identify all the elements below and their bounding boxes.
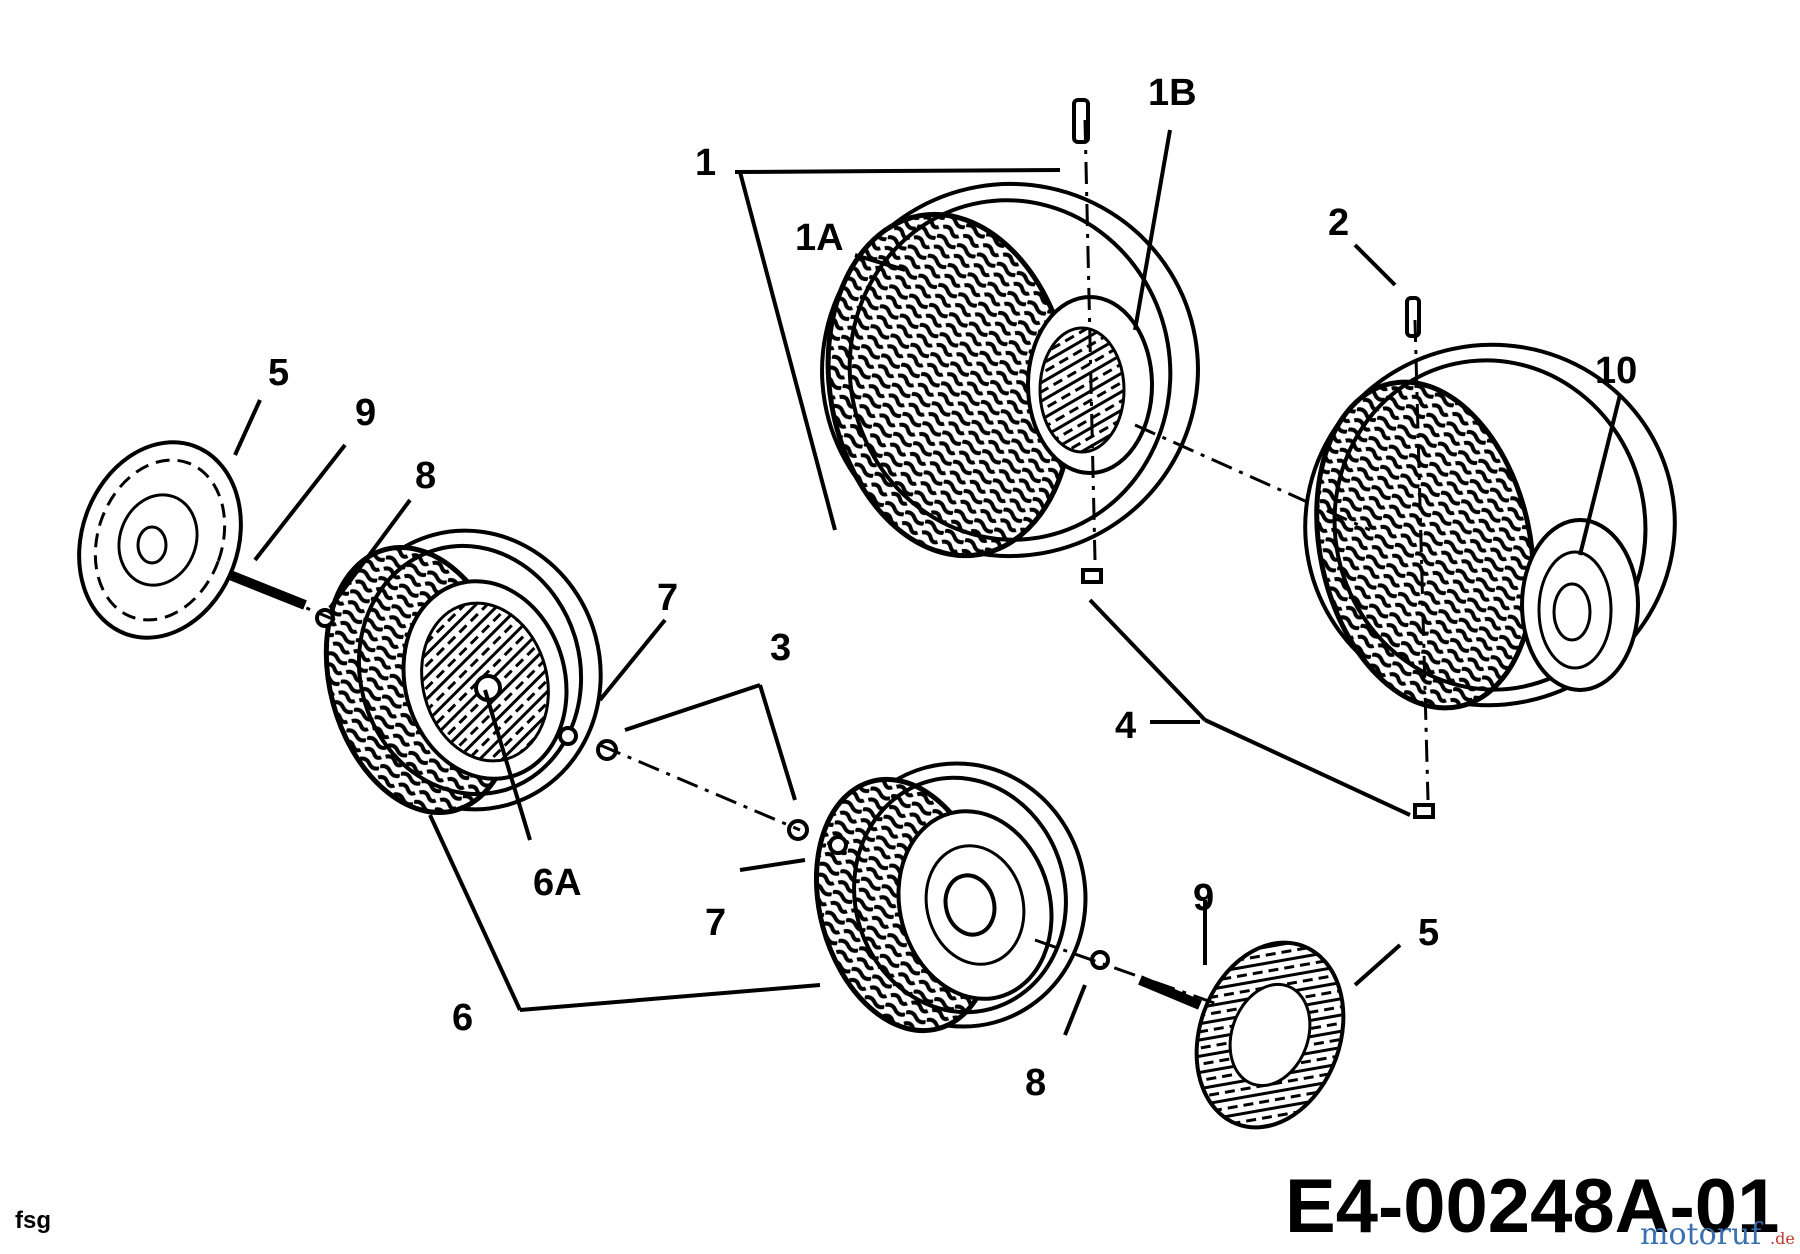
callout-2: 2: [1328, 202, 1349, 244]
front-wheel-left: [323, 528, 603, 815]
callout-8-top: 8: [415, 455, 436, 497]
callout-10: 10: [1595, 350, 1637, 392]
callout-4: 4: [1115, 705, 1136, 747]
diagram-code: E4-00248A-01: [1285, 1164, 1779, 1249]
callout-5-right: 5: [1418, 912, 1439, 954]
callout-9-bottom: 9: [1193, 877, 1214, 919]
small-mark: fsg: [15, 1207, 51, 1234]
axis-lines: [239, 119, 1430, 1007]
rear-wheel-left: [820, 181, 1200, 559]
callout-5-left: 5: [268, 352, 289, 394]
leader-lines: [233, 129, 1622, 1036]
hub-cap-left: [77, 440, 243, 640]
callout-6a: 6A: [533, 862, 582, 904]
rear-wheel-right: [1303, 342, 1677, 711]
callout-1b: 1B: [1148, 72, 1197, 114]
front-wheel-right: [813, 761, 1088, 1034]
callout-6: 6: [452, 997, 473, 1039]
callout-7-bottom: 7: [705, 902, 726, 944]
watermark: motoruf: [1640, 1217, 1763, 1252]
callout-7-top: 7: [657, 577, 678, 619]
callout-1a: 1A: [795, 217, 844, 259]
callout-1: 1: [695, 142, 716, 184]
callout-9-top: 9: [355, 392, 376, 434]
callout-3: 3: [770, 627, 791, 669]
watermark-tld: .de: [1770, 1229, 1795, 1248]
callout-8-bottom: 8: [1025, 1062, 1046, 1104]
hub-cap-right: [1194, 940, 1346, 1130]
